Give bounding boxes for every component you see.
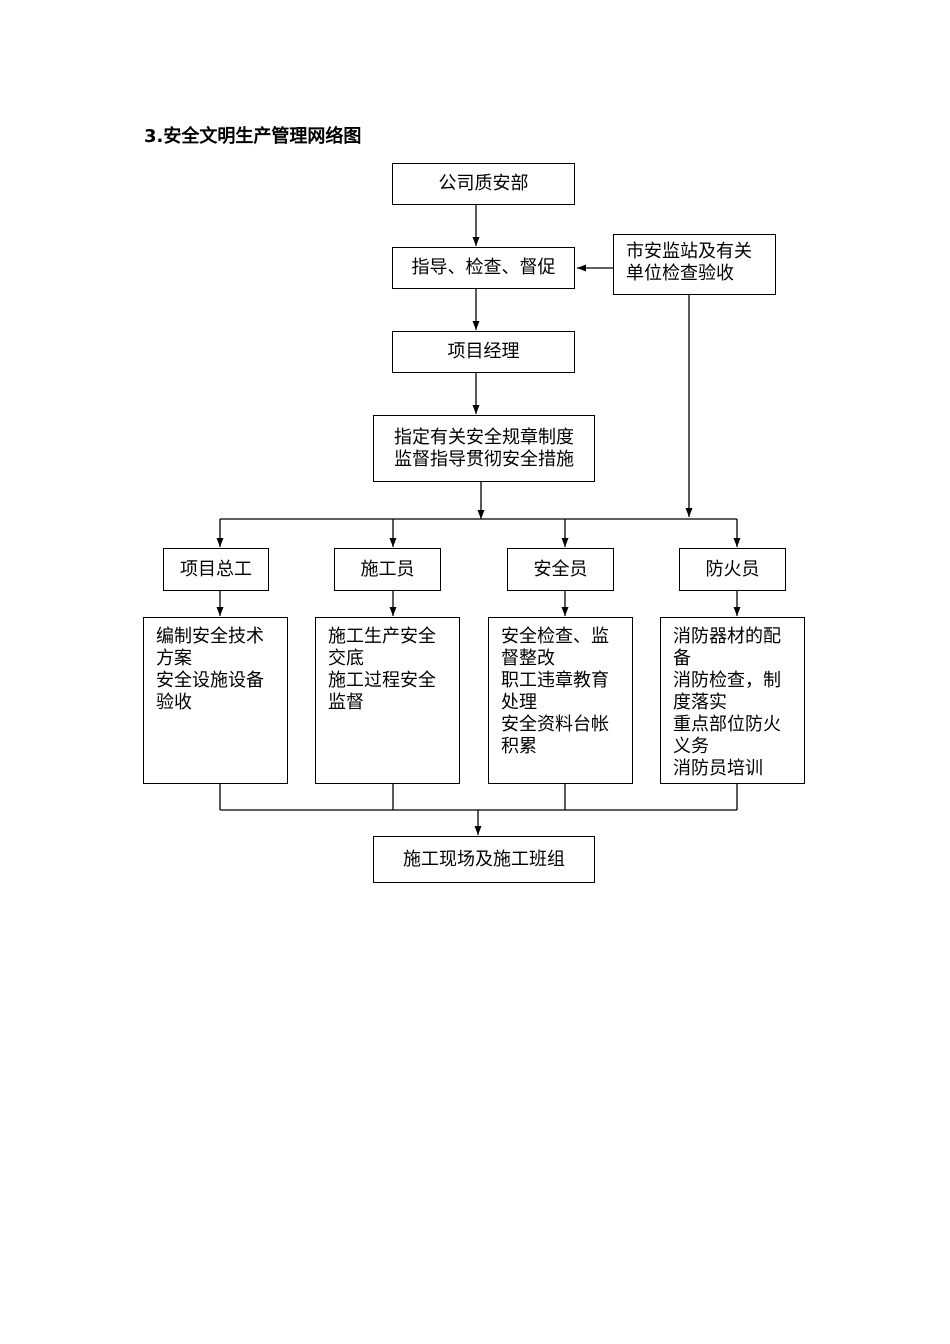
node-text-line: 防火员 bbox=[705, 558, 760, 580]
node-text-line: 施工现场及施工班组 bbox=[403, 848, 565, 870]
node-text-line: 安全员 bbox=[533, 558, 588, 580]
node-text-line: 单位检查验收 bbox=[626, 263, 734, 284]
node-text-line: 消防检查，制 bbox=[673, 670, 781, 691]
node-text-line: 督整改 bbox=[501, 648, 555, 669]
node-city-safety-station: 市安监站及有关单位检查验收 bbox=[613, 234, 776, 295]
node-text-line: 验收 bbox=[156, 692, 192, 713]
node-constructor-duties: 施工生产安全交底施工过程安全监督 bbox=[315, 617, 460, 784]
node-text-line: 编制安全技术 bbox=[156, 626, 264, 647]
node-text-line: 重点部位防火 bbox=[673, 714, 781, 735]
node-text-line: 义务 bbox=[673, 736, 709, 757]
node-constructor: 施工员 bbox=[334, 548, 441, 591]
node-company-safety-dept: 公司质安部 bbox=[392, 163, 575, 205]
node-text-line: 安全检查、监 bbox=[501, 626, 609, 647]
node-chief-engineer: 项目总工 bbox=[163, 548, 269, 591]
node-text-line: 职工违章教育 bbox=[501, 670, 609, 691]
node-safety-officer: 安全员 bbox=[507, 548, 614, 591]
node-text-line: 项目经理 bbox=[447, 341, 520, 362]
node-fire-officer-duties: 消防器材的配备消防检查，制度落实重点部位防火义务消防员培训 bbox=[660, 617, 805, 784]
node-text-line: 度落实 bbox=[673, 692, 727, 713]
node-text-line: 消防员培训 bbox=[673, 758, 763, 779]
node-text-line: 指导、检查、督促 bbox=[411, 257, 556, 278]
node-text-line: 项目总工 bbox=[180, 558, 252, 580]
node-safety-rules: 指定有关安全规章制度监督指导贯彻安全措施 bbox=[373, 415, 595, 482]
node-text-line: 市安监站及有关 bbox=[626, 241, 752, 262]
node-text-line: 积累 bbox=[501, 736, 537, 757]
node-safety-officer-duties: 安全检查、监督整改职工违章教育处理安全资料台帐积累 bbox=[488, 617, 633, 784]
node-guidance-inspection: 指导、检查、督促 bbox=[392, 247, 575, 289]
node-text-line: 指定有关安全规章制度 bbox=[394, 426, 574, 448]
node-project-manager: 项目经理 bbox=[392, 331, 575, 373]
node-text-line: 监督 bbox=[328, 692, 364, 713]
node-fire-officer: 防火员 bbox=[679, 548, 786, 591]
node-chief-engineer-duties: 编制安全技术方案安全设施设备验收 bbox=[143, 617, 288, 784]
page-title: 3.安全文明生产管理网络图 bbox=[144, 126, 362, 147]
node-text-line: 方案 bbox=[156, 648, 192, 669]
node-text-line: 施工员 bbox=[360, 558, 415, 580]
node-text-line: 公司质安部 bbox=[438, 173, 529, 194]
node-text-line: 施工过程安全 bbox=[328, 670, 436, 691]
node-text-line: 处理 bbox=[501, 692, 537, 713]
node-text-line: 消防器材的配 bbox=[673, 626, 781, 647]
node-text-line: 备 bbox=[673, 648, 691, 669]
node-text-line: 安全资料台帐 bbox=[501, 714, 609, 735]
node-construction-site: 施工现场及施工班组 bbox=[373, 836, 595, 883]
node-text-line: 监督指导贯彻安全措施 bbox=[394, 448, 574, 470]
node-text-line: 施工生产安全 bbox=[328, 626, 436, 647]
node-text-line: 交底 bbox=[328, 648, 364, 669]
node-text-line: 安全设施设备 bbox=[156, 670, 264, 691]
